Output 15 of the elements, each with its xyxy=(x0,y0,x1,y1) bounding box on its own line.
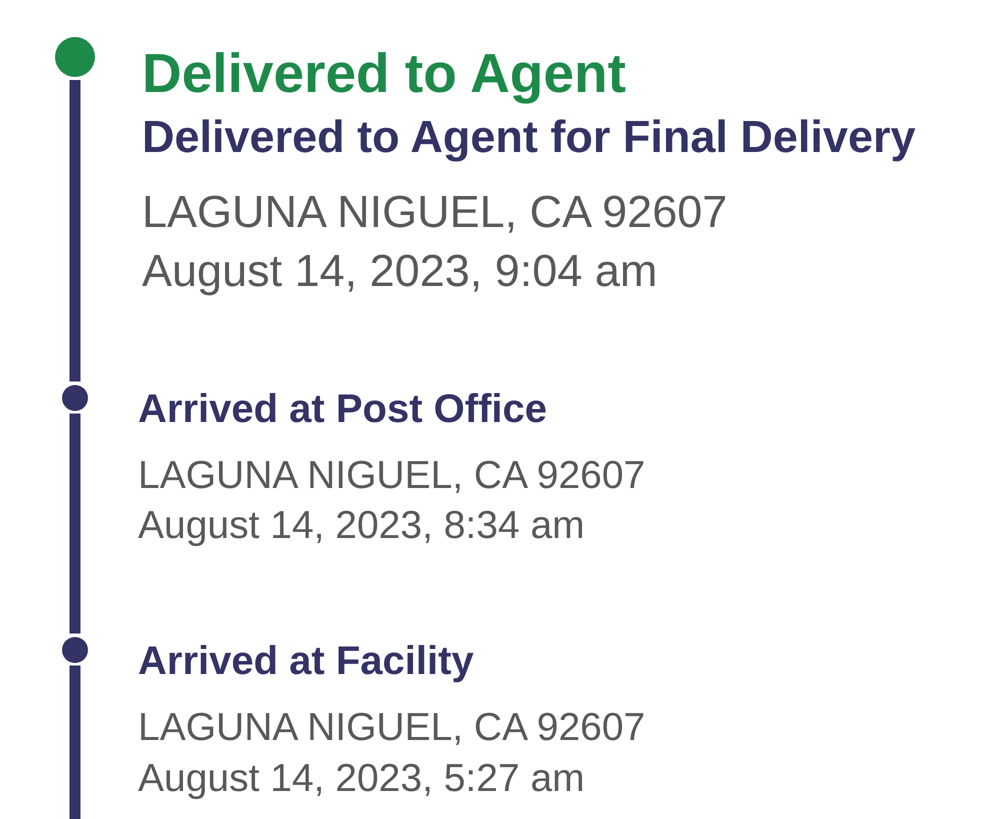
status-heading: Arrived at Post Office xyxy=(138,389,548,429)
location-text: LAGUNA NIGUEL, CA 92607 xyxy=(138,708,646,747)
location-text: LAGUNA NIGUEL, CA 92607 xyxy=(142,189,728,234)
timeline-dot xyxy=(62,636,88,662)
timeline-line xyxy=(70,666,80,819)
timeline-line xyxy=(70,414,80,634)
timeline-dot xyxy=(55,37,95,77)
timeline-line xyxy=(70,80,80,382)
timestamp-text: August 14, 2023, 9:04 am xyxy=(142,248,658,293)
status-description: Delivered to Agent for Final Delivery xyxy=(142,114,916,159)
timeline-dot xyxy=(62,384,88,410)
location-text: LAGUNA NIGUEL, CA 92607 xyxy=(138,456,646,495)
status-heading: Arrived at Facility xyxy=(138,641,474,681)
timestamp-text: August 14, 2023, 8:34 am xyxy=(138,506,585,545)
timestamp-text: August 14, 2023, 5:27 am xyxy=(138,759,585,798)
